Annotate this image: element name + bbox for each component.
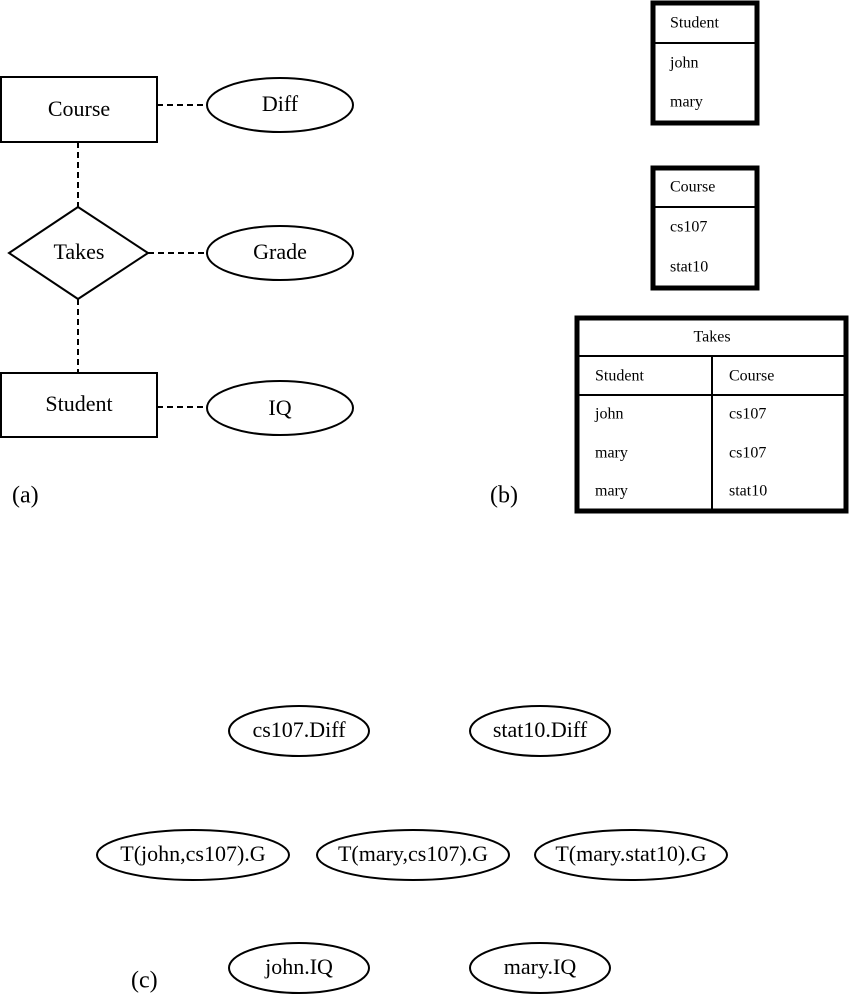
- node-stat10-diff: [469, 705, 611, 757]
- table-cell: mary: [595, 445, 628, 462]
- takes-column-header: Student: [595, 368, 644, 385]
- course-table-header: Course: [670, 179, 715, 196]
- grade-attribute-label: Grade: [253, 239, 307, 264]
- student-table-border: [650, 0, 760, 126]
- table-cell: cs107: [729, 445, 766, 462]
- node-t-john-cs107-label: T(john,cs107).G: [120, 841, 266, 866]
- grade-attribute: [206, 225, 354, 281]
- student-entity-label: Student: [45, 391, 112, 416]
- takes-relationship: [7, 205, 150, 301]
- node-t-mary-stat10-label: T(mary.stat10).G: [555, 841, 706, 866]
- table-cell: cs107: [670, 219, 707, 236]
- table-cell: cs107: [729, 406, 766, 423]
- ground-variables: cs107.Diff stat10.Diff T(john,cs107).G T…: [96, 705, 728, 994]
- student-table-header: Student: [670, 15, 719, 32]
- takes-table: Takes Student Course john cs107 mary cs1…: [574, 315, 849, 514]
- node-t-mary-stat10: [534, 829, 728, 881]
- takes-column-header: Course: [729, 368, 774, 385]
- takes-relationship-label: Takes: [54, 239, 105, 264]
- table-cell: john: [669, 55, 698, 72]
- node-stat10-diff-label: stat10.Diff: [493, 717, 588, 742]
- node-cs107-diff: [228, 705, 370, 757]
- node-mary-iq-label: mary.IQ: [504, 954, 577, 979]
- course-table-border: [650, 165, 760, 291]
- table-cell: mary: [595, 483, 628, 500]
- diff-attribute-label: Diff: [262, 91, 299, 116]
- panel-label-b: (b): [490, 483, 518, 509]
- node-john-iq-label: john.IQ: [264, 954, 333, 979]
- course-table: Course cs107 stat10: [650, 165, 760, 291]
- node-john-iq: [228, 942, 370, 994]
- course-entity: [0, 76, 158, 143]
- node-t-john-cs107: [96, 829, 290, 881]
- node-t-mary-cs107: [316, 829, 510, 881]
- diff-attribute: [206, 77, 354, 133]
- panel-label-c: (c): [131, 968, 158, 994]
- table-cell: stat10: [670, 259, 708, 276]
- panel-label-a: (a): [12, 483, 39, 509]
- node-mary-iq: [469, 942, 611, 994]
- table-cell: john: [594, 406, 623, 423]
- node-t-mary-cs107-label: T(mary,cs107).G: [338, 841, 488, 866]
- node-cs107-diff-label: cs107.Diff: [252, 717, 346, 742]
- course-entity-label: Course: [48, 96, 110, 121]
- er-diagram: Course Diff Takes Grade Student IQ (a): [0, 76, 354, 509]
- student-entity: [0, 372, 158, 438]
- iq-attribute-label: IQ: [268, 395, 291, 420]
- relational-tables: Student john mary Course cs107 stat10 Ta…: [490, 0, 849, 514]
- iq-attribute: [206, 380, 354, 436]
- table-cell: mary: [670, 94, 703, 111]
- student-table: Student john mary: [650, 0, 760, 126]
- table-cell: stat10: [729, 483, 767, 500]
- takes-table-title: Takes: [693, 329, 730, 346]
